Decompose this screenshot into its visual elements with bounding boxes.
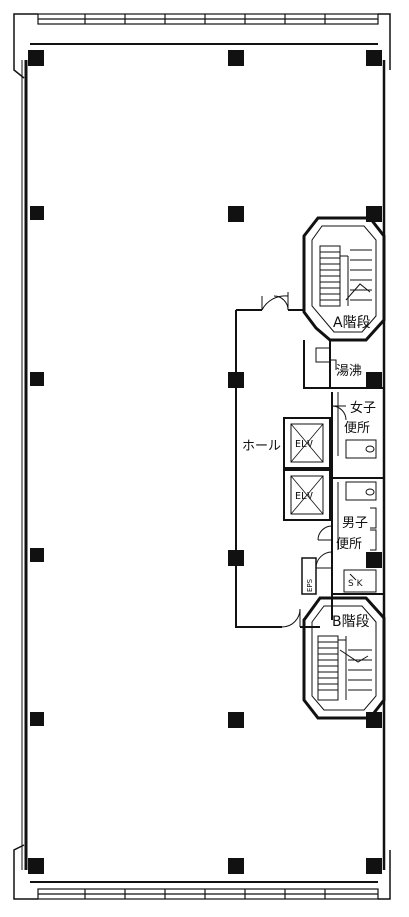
stair-b (302, 596, 386, 720)
elevator-1 (283, 417, 331, 469)
elevator-1-label: ELV (295, 439, 313, 450)
stair-a (302, 216, 386, 342)
elevator-2-label: ELV (295, 491, 313, 502)
kettle-label: 湯沸 (336, 364, 362, 379)
eps-label: EPS (306, 578, 314, 592)
corner-brackets (13, 13, 391, 900)
hall-walls (235, 292, 320, 628)
top-window-strip (37, 13, 379, 25)
hall-label: ホール (242, 439, 281, 454)
womens-restroom-label-1: 女子 (350, 400, 376, 416)
mens-restroom-label-1: 男子 (342, 516, 368, 531)
sk-label: S K (348, 579, 364, 589)
stair-a-label: A階段 (333, 315, 371, 331)
structural-columns (28, 50, 382, 874)
stair-b-label: B階段 (332, 614, 370, 630)
mens-restroom-label-2: 便所 (336, 537, 362, 552)
core-walls (301, 340, 384, 620)
elevator-2 (283, 469, 331, 521)
bottom-window-strip (37, 888, 379, 900)
womens-restroom-label-2: 便所 (344, 421, 370, 436)
exterior-walls (21, 43, 386, 883)
